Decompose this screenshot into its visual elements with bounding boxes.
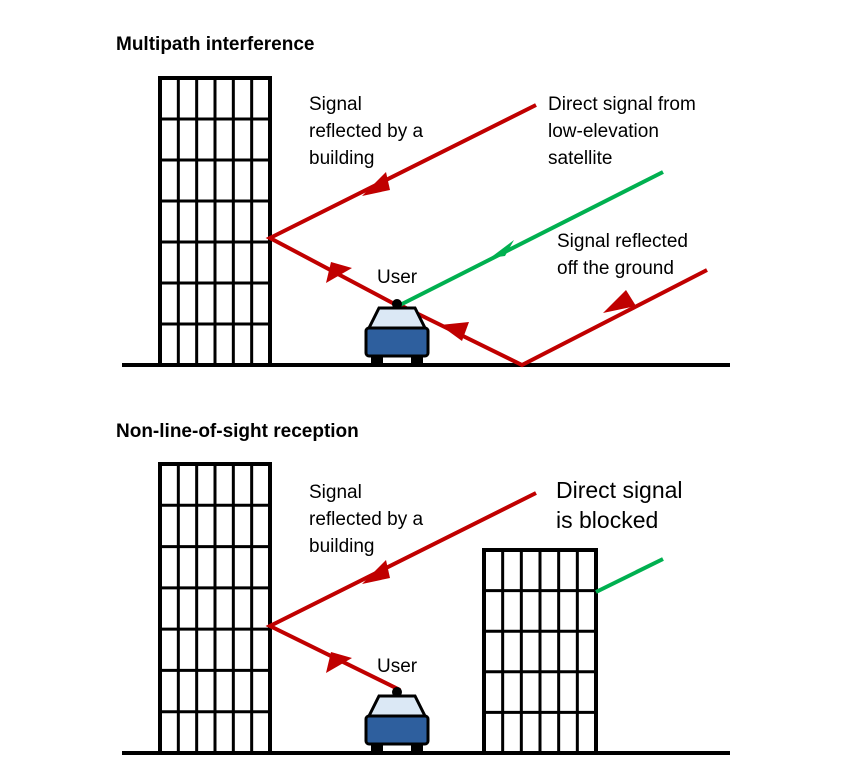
label-signal-reflected-off-ground: Signal reflected off the ground <box>557 231 693 279</box>
user-car <box>364 299 430 365</box>
label-signal-reflected-by-building: Signal reflected by a building <box>309 482 428 557</box>
signal-reflected-off-ground <box>401 268 708 368</box>
wheel-icon <box>371 356 383 365</box>
car-windshield <box>366 694 428 718</box>
label-direct-signal-blocked: Direct signal is blocked <box>556 477 689 533</box>
panel-title: Non-line-of-sight reception <box>116 421 359 442</box>
tall-building <box>158 462 272 755</box>
label-signal-reflected-by-building: Signal reflected by a building <box>309 94 428 169</box>
blocked-direct-signal <box>595 557 664 594</box>
arrow-head <box>326 652 352 673</box>
direct-signal <box>399 170 664 307</box>
car-body <box>364 714 430 746</box>
arrow-head <box>326 262 352 283</box>
arrow-head <box>362 172 390 196</box>
panel-multipath: Multipath interference Signal reflected … <box>116 34 730 368</box>
panel-nlos: Non-line-of-sight reception Signal refle… <box>116 421 730 755</box>
wheel-icon <box>411 356 423 365</box>
car-body <box>364 326 430 358</box>
panel-title: Multipath interference <box>116 34 314 55</box>
signal-reflected-by-building <box>265 491 537 692</box>
tall-building <box>158 76 272 367</box>
arrow-head <box>603 290 636 313</box>
wheel-icon <box>371 744 383 753</box>
arrow-head <box>440 322 469 341</box>
label-direct-signal: Direct signal from low-elevation satelli… <box>548 94 701 169</box>
arrow-head <box>490 240 514 258</box>
wheel-icon <box>411 744 423 753</box>
label-user: User <box>377 267 418 288</box>
car-windshield <box>366 306 428 330</box>
user-car <box>364 687 430 753</box>
blocking-building <box>482 548 598 755</box>
signal-reflected-by-building <box>265 103 537 310</box>
label-user: User <box>377 656 418 677</box>
arrow-head <box>362 560 390 584</box>
